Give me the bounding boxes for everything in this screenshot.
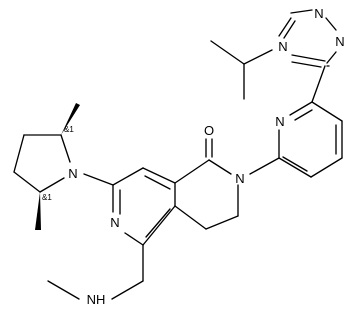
bond: [13, 171, 41, 193]
bond: [210, 40, 245, 65]
atom-label-nh-amine: NH: [87, 292, 106, 307]
atom-label-n-pyrrolidine: N: [68, 166, 77, 181]
bond: [83, 173, 114, 186]
bond: [291, 54, 326, 62]
bond: [289, 101, 313, 116]
bond: [142, 205, 176, 246]
atom-label-layer: O N N N NH N N N N: [68, 6, 344, 307]
bond: [311, 101, 343, 122]
bond: [326, 51, 337, 64]
bond: [325, 17, 337, 31]
bond: [282, 156, 308, 172]
bond: [291, 61, 322, 68]
stereo-label-upper: &1: [64, 125, 74, 134]
bond: [311, 65, 326, 103]
bond: [283, 20, 296, 39]
stereo-label-layer: &1 &1: [42, 125, 74, 202]
bond-layer: [13, 9, 343, 300]
bond: [60, 134, 71, 163]
bond: [208, 159, 232, 175]
wedge-bond-lower-methyl: [35, 192, 41, 230]
bond: [144, 175, 171, 190]
bond: [174, 159, 210, 184]
bond: [243, 49, 273, 65]
bond: [111, 280, 144, 300]
bond: [278, 157, 312, 178]
bond: [142, 167, 176, 184]
bond: [39, 177, 65, 193]
bond: [294, 109, 313, 121]
bond: [278, 17, 292, 37]
wedge-layer: [35, 103, 80, 230]
atom-label-n-triazole-4: N: [278, 39, 287, 54]
bond: [310, 157, 343, 178]
stereo-label-lower: &1: [42, 193, 52, 202]
atom-label-n-lactam: N: [235, 171, 244, 186]
bond: [112, 167, 144, 186]
atom-label-n-pyridine-sub: N: [275, 114, 284, 129]
atom-label-n-pyridine-core: N: [110, 215, 119, 230]
bond: [290, 9, 313, 14]
bond: [47, 280, 80, 300]
bond: [174, 205, 207, 230]
atom-label-n-triazole-2: N: [335, 34, 344, 49]
bond: [249, 157, 280, 175]
bond: [205, 215, 239, 230]
bond: [145, 208, 171, 238]
wedge-bond-upper-methyl: [61, 103, 80, 135]
bond: [124, 232, 144, 246]
atom-label-n-triazole-1: N: [314, 6, 323, 21]
atom-label-o-carbonyl: O: [204, 123, 214, 138]
bond: [13, 134, 25, 173]
